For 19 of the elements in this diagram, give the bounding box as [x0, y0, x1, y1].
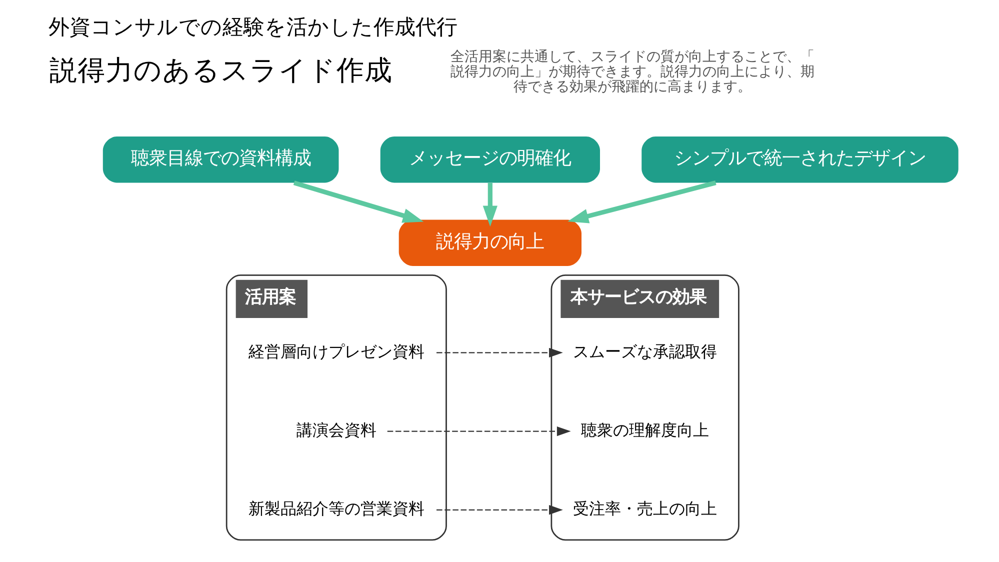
arrow	[436, 505, 562, 515]
node-text: 受注率・売上の向上	[572, 499, 717, 518]
node-text: 聴衆の理解度向上	[580, 420, 709, 440]
node-box: 説得力の向上	[398, 220, 581, 266]
diagram-title: 外資コンサルでの経験を活かした作成代行	[48, 15, 458, 40]
arrow	[386, 426, 570, 436]
label: 説得力のあるスライド作成	[48, 56, 392, 86]
arrow	[436, 348, 562, 358]
node-box: メッセージの明確化	[380, 136, 600, 183]
arrow	[292, 180, 424, 223]
node-box: 聴衆目線での資料構成	[102, 136, 338, 183]
node-text: 講演会資料	[296, 420, 376, 440]
node-text: 経営層向けプレゼン資料	[248, 342, 424, 361]
node-text: スムーズな承認取得	[572, 342, 717, 361]
label: 全活用案に共通して、スライドの質が向上することで、「説得力の向上」が期待できます。説得力の向上により、期待できる効果が飛躍的に高まります。	[450, 48, 814, 95]
node-box: シンプルで統一されたデザイン	[641, 136, 958, 183]
arrow	[567, 180, 716, 224]
node-text: 新製品紹介等の営業資料	[248, 499, 424, 518]
arrow	[482, 182, 497, 227]
